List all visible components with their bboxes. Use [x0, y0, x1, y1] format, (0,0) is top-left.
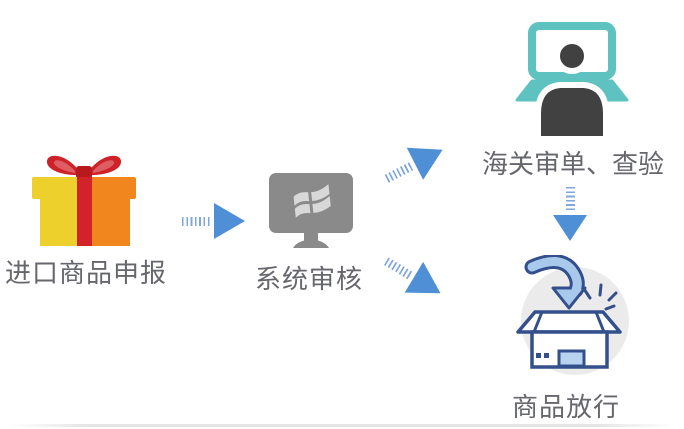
arrow-head-icon [406, 133, 451, 180]
monitor-neck [304, 233, 318, 241]
person-body [535, 82, 609, 143]
arrow-up-right [378, 133, 451, 195]
customs-officer-laptop-icon [510, 18, 632, 143]
gift-body-right [85, 199, 130, 246]
person-silhouette [535, 38, 609, 143]
monitor-icon-svg [269, 173, 353, 248]
gift-bow-knot [76, 166, 92, 179]
arrow-tail [182, 216, 212, 226]
gift-lid-left [32, 177, 85, 199]
arrow-down [553, 187, 587, 241]
box-flaps [516, 310, 622, 334]
gift-bow-right [87, 155, 122, 176]
arrow-right [182, 203, 245, 239]
officer-icon-svg [515, 22, 629, 143]
arrow-tail [384, 160, 416, 183]
curved-arrow-shaft [527, 257, 582, 295]
box-icon-svg [516, 254, 629, 375]
windows-flag-icon [293, 184, 331, 218]
photo-bottom-edge [8, 424, 676, 427]
arrow-head-icon [214, 203, 245, 239]
node-label-goods-release: 商品放行 [511, 393, 620, 423]
arrow-head-icon [404, 261, 450, 309]
person-head [554, 38, 590, 74]
gift-icon-svg [32, 155, 136, 246]
arrow-down-right [377, 245, 450, 309]
open-box-arrow-icon [512, 254, 638, 380]
arrow-tail [565, 187, 575, 213]
node-label-import-declaration: 进口商品申报 [4, 259, 167, 289]
gift-icon [28, 147, 140, 249]
gift-bow-left [46, 155, 81, 176]
gift-lid-right [85, 177, 136, 199]
gift-ribbon [77, 177, 92, 246]
monitor-base [293, 239, 329, 248]
box-label-patch [557, 349, 586, 368]
monitor-windows-icon [266, 170, 356, 250]
sparkle-icon [582, 283, 618, 311]
arrow-tail [384, 256, 415, 281]
monitor-screen [269, 173, 353, 233]
arrow-head-icon [553, 215, 587, 241]
node-label-customs-inspection: 海关审单、查验 [481, 150, 664, 180]
node-label-system-review: 系统审核 [254, 265, 363, 295]
box-flap-folds [532, 311, 606, 333]
